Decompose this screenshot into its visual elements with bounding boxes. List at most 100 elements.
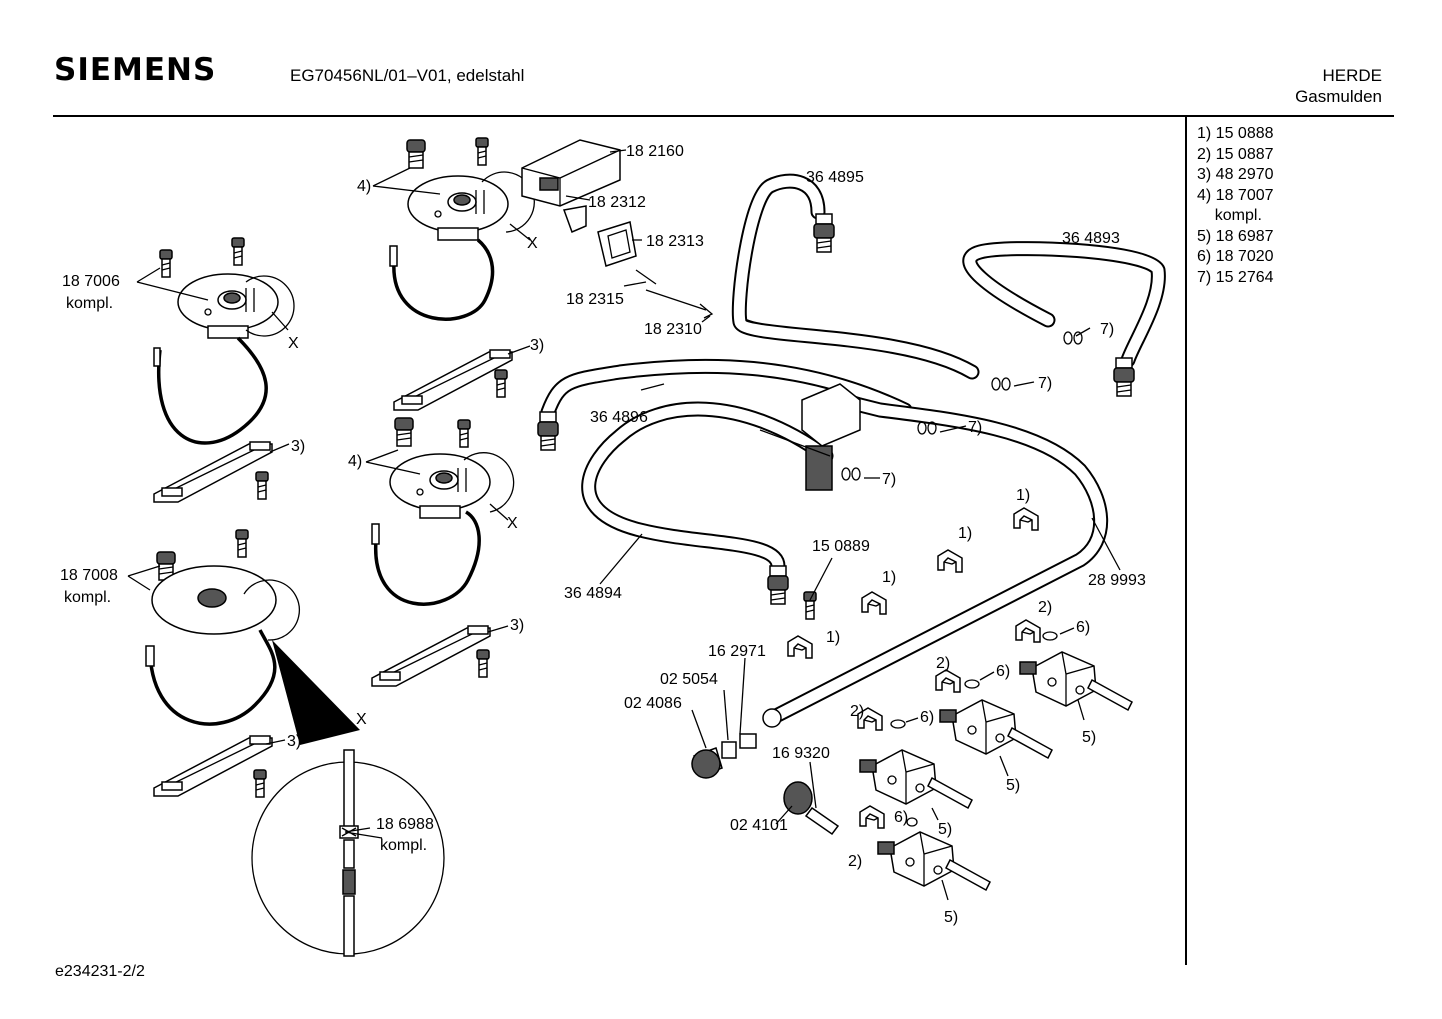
burner-assembly-upper-middle [389, 137, 535, 411]
ref-label: 7) [882, 471, 896, 488]
mounting-bracket-icon [393, 349, 513, 411]
clip-icon [1013, 507, 1039, 531]
tube-fitting-icon [537, 411, 559, 451]
detail-x-electrode [251, 640, 445, 957]
screw-icon [394, 417, 414, 447]
ignition-module [521, 139, 714, 319]
ring-icon [890, 719, 906, 729]
part-label: 18 7006 [62, 273, 120, 290]
ring-icon [1042, 631, 1058, 641]
part-label: 02 4101 [730, 817, 788, 834]
part-label: 02 5054 [660, 671, 718, 688]
screw-icon [253, 769, 267, 798]
ref-label: 6) [894, 809, 908, 826]
part-label: 18 2310 [644, 321, 702, 338]
ref-label: 1) [826, 629, 840, 646]
part-label: kompl. [66, 295, 113, 312]
part-label: 16 2971 [708, 643, 766, 660]
burner-plate-icon [389, 453, 491, 519]
ref-label: 4) [348, 453, 362, 470]
burner-plate-icon [407, 175, 509, 241]
part-label: 36 4895 [806, 169, 864, 186]
legend-item: 6) 18 7020 [1197, 248, 1274, 265]
union-nut-set [691, 733, 840, 836]
screw-icon [803, 591, 817, 620]
ref-label: 2) [936, 655, 950, 672]
screw-icon [457, 419, 471, 448]
detail-marker: X [527, 235, 538, 252]
legend-item: 3) 48 2970 [1197, 166, 1274, 183]
ring-icon [964, 679, 980, 689]
part-label: 18 2315 [566, 291, 624, 308]
part-label: 36 4896 [590, 409, 648, 426]
part-label: kompl. [380, 837, 427, 854]
part-label: 02 4086 [624, 695, 682, 712]
ref-label: 1) [882, 569, 896, 586]
ref-label: 6) [1076, 619, 1090, 636]
ref-label: 3) [291, 438, 305, 455]
ring-icon [906, 817, 918, 827]
legend-item: 1) 15 0888 [1197, 125, 1274, 142]
ref-label: 7) [1100, 321, 1114, 338]
ref-label: 2) [848, 853, 862, 870]
tube-fitting-icon [1113, 357, 1135, 397]
ref-label: 5) [1082, 729, 1096, 746]
burner-assembly-lower-middle [371, 417, 515, 687]
category-title: HERDE [1322, 66, 1382, 85]
leader-lines [127, 149, 1121, 901]
gas-valve-icon [859, 749, 973, 809]
detail-marker: X [288, 335, 299, 352]
o-ring-icon [841, 467, 861, 481]
model-number: EG70456NL/01–V01, edelstahl [290, 66, 525, 85]
header-divider [53, 115, 1394, 117]
ref-label: 2) [1038, 599, 1052, 616]
part-label: 18 7008 [60, 567, 118, 584]
ref-label: 7) [1038, 375, 1052, 392]
ref-label: 2) [850, 703, 864, 720]
ref-label: 4) [357, 178, 371, 195]
clip-icon [935, 669, 961, 693]
clip-icon [937, 549, 963, 573]
screw-icon [406, 139, 426, 169]
burner-assembly-187008 [145, 529, 300, 798]
ref-label: 1) [958, 525, 972, 542]
part-label: kompl. [64, 589, 111, 606]
ref-label: 3) [510, 617, 524, 634]
clip-icon [859, 805, 885, 829]
drawing-id: e234231-2/2 [55, 963, 145, 980]
ref-label: 5) [1006, 777, 1020, 794]
legend-item: 2) 15 0887 [1197, 145, 1274, 163]
ref-label: 6) [920, 709, 934, 726]
part-label: 28 9993 [1088, 572, 1146, 589]
legend-item: 7) 15 2764 [1197, 268, 1274, 286]
legend-item: kompl. [1197, 207, 1262, 224]
screw-icon [159, 249, 173, 278]
mounting-bracket-icon [371, 625, 491, 687]
part-label: 16 9320 [772, 745, 830, 762]
ref-label: 7) [968, 419, 982, 436]
ref-label: 6) [996, 663, 1010, 680]
part-label: 18 2160 [626, 143, 684, 160]
detail-marker: X [507, 515, 518, 532]
part-label: 15 0889 [812, 538, 870, 555]
tube-fitting-icon [813, 213, 835, 253]
gas-valve-icon [877, 831, 991, 891]
burner-assembly-187006 [153, 237, 295, 503]
legend-divider [1185, 117, 1187, 965]
legend-item: 4) 18 7007 [1197, 186, 1274, 204]
legend-item: 5) 18 6987 [1197, 227, 1274, 245]
mounting-bracket-icon [153, 735, 273, 797]
mounting-bracket-icon [153, 441, 273, 503]
gas-tubes [537, 173, 1166, 728]
part-label: 18 2312 [588, 194, 646, 211]
ref-label: 3) [530, 337, 544, 354]
screw-icon [235, 529, 249, 558]
clip-icon [1015, 619, 1041, 643]
tube-fitting-icon [767, 565, 789, 605]
ref-label: 3) [287, 733, 301, 750]
brand-logo: SIEMENS [54, 52, 217, 88]
part-label: 18 2313 [646, 233, 704, 250]
screw-icon [231, 237, 245, 266]
